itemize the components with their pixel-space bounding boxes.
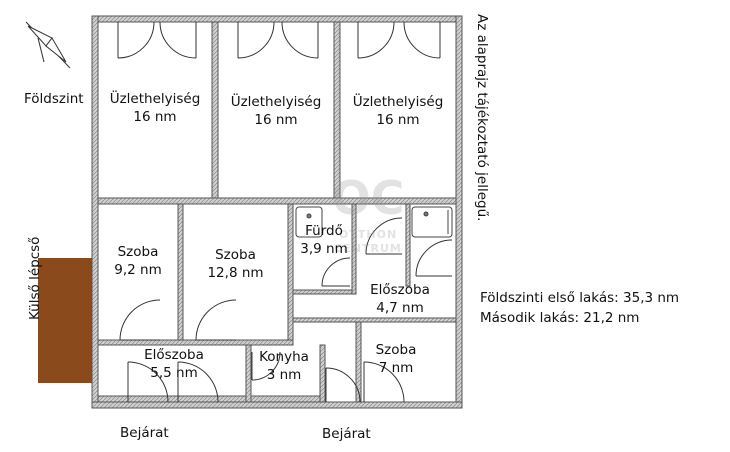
room-area: 16 nm [376, 112, 420, 128]
room-area: 7 nm [378, 360, 414, 376]
room-name: Üzlethelyiség [109, 91, 201, 107]
watermark-logo-text: OC [331, 171, 405, 225]
doors [117, 21, 453, 403]
exterior-stairs-label: Külső lépcső [27, 236, 43, 320]
disclaimer: Az alaprajz tájékoztató jellegű. [474, 14, 490, 222]
interior-walls [97, 21, 457, 403]
room-name: Előszoba [144, 347, 204, 363]
room-name: Szoba [375, 342, 417, 358]
room-area: 12,8 nm [207, 265, 264, 281]
room-name: Szoba [117, 244, 159, 260]
entrance-right-label: Bejárat [322, 426, 371, 442]
exterior-stairs [38, 258, 94, 383]
room-area: 4,7 nm [376, 300, 424, 316]
level-label: Földszint [24, 91, 84, 107]
watermark-logo: OC OTTHON CENTRUM [318, 150, 418, 290]
room-name: Üzlethelyiség [230, 94, 322, 110]
room-name: Üzlethelyiség [352, 94, 444, 110]
summary-first-apartment: Földszinti első lakás: 35,3 nm [480, 290, 680, 306]
room-shop-1: Üzlethelyiség 16 nm [98, 90, 212, 126]
room-area: 3,9 nm [300, 241, 348, 257]
room-area: 16 nm [133, 109, 177, 125]
watermark-line2: CENTRUM [334, 242, 402, 255]
room-szoba-3: Szoba 7 nm [361, 341, 431, 377]
watermark-line1: OTTHON [338, 228, 398, 241]
area-summary: Földszinti első lakás: 35,3 nm Második l… [480, 288, 679, 328]
room-name: Szoba [215, 247, 256, 263]
room-konyha: Konyha 3 nm [251, 348, 317, 384]
room-name: Előszoba [370, 282, 430, 298]
outer-walls [91, 15, 463, 409]
room-eloszoba-left: Előszoba 5,5 nm [120, 346, 228, 382]
room-shop-2: Üzlethelyiség 16 nm [218, 93, 334, 129]
room-area: 3 nm [266, 367, 302, 383]
bath-fixtures [295, 206, 453, 238]
room-name: Fürdő [305, 223, 343, 239]
room-shop-3: Üzlethelyiség 16 nm [340, 93, 456, 129]
room-szoba-2: Szoba 12,8 nm [183, 246, 288, 282]
room-area: 9,2 nm [114, 262, 162, 278]
room-area: 16 nm [254, 112, 298, 128]
north-arrow-icon [25, 21, 71, 69]
room-area: 5,5 nm [150, 365, 198, 381]
summary-second-apartment: Második lakás: 21,2 nm [480, 310, 640, 326]
room-eloszoba-right: Előszoba 4,7 nm [356, 281, 444, 317]
room-name: Konyha [259, 349, 309, 365]
entrance-left-label: Bejárat [120, 425, 169, 441]
room-furdo: Fürdő 3,9 nm [293, 222, 355, 258]
room-szoba-1: Szoba 9,2 nm [98, 243, 178, 279]
